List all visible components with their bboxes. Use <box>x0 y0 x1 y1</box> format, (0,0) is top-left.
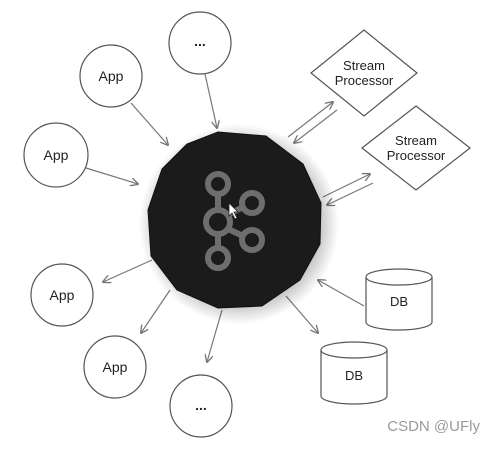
app-label-lower-2: App <box>103 359 128 375</box>
stream-processor-2-label-line-2: Processor <box>387 148 446 163</box>
db-label-1: DB <box>390 294 408 309</box>
arrow-app-upper-2-to-hub <box>85 167 138 184</box>
stream-processor-node-2 <box>361 105 471 191</box>
watermark: CSDN @UFly <box>387 418 480 435</box>
stream-processor-1-label-line-1: Stream <box>343 58 385 73</box>
app-node-upper-2 <box>23 122 89 188</box>
more-label-top: ... <box>194 33 206 49</box>
arrow-hub-to-app-lower-1 <box>103 259 153 282</box>
kafka-logo-icon <box>203 171 265 271</box>
arrow-hub-to-app-lower-2 <box>141 289 171 333</box>
stream-processor-node-1 <box>310 29 418 117</box>
mouse-cursor-icon <box>228 202 239 220</box>
db-node-2 <box>320 341 388 405</box>
app-node-lower-2 <box>83 335 147 399</box>
arrow-more-top-to-hub <box>204 73 217 128</box>
stream-processor-2-label-line-1: Stream <box>395 133 437 148</box>
more-label-bottom: ... <box>195 397 207 413</box>
app-node-lower-1 <box>30 263 94 327</box>
more-node-bottom <box>169 374 233 438</box>
stream-processor-1-label-line-2: Processor <box>335 73 394 88</box>
app-node-upper-1 <box>79 44 143 108</box>
arrow-app-upper-1-to-hub <box>130 102 168 145</box>
kafka-hub <box>139 124 339 324</box>
more-node-top <box>168 11 232 75</box>
app-label-upper-1: App <box>99 68 124 84</box>
arrow-hub-to-stream-processor-1 <box>287 102 333 138</box>
app-label-lower-1: App <box>50 287 75 303</box>
app-label-upper-2: App <box>44 147 69 163</box>
arrow-db-1-to-hub <box>318 280 365 307</box>
hub-polygon <box>147 131 322 309</box>
db-label-2: DB <box>345 368 363 383</box>
arrow-stream-processor-1-to-hub <box>294 109 338 143</box>
db-node-1 <box>365 268 433 331</box>
